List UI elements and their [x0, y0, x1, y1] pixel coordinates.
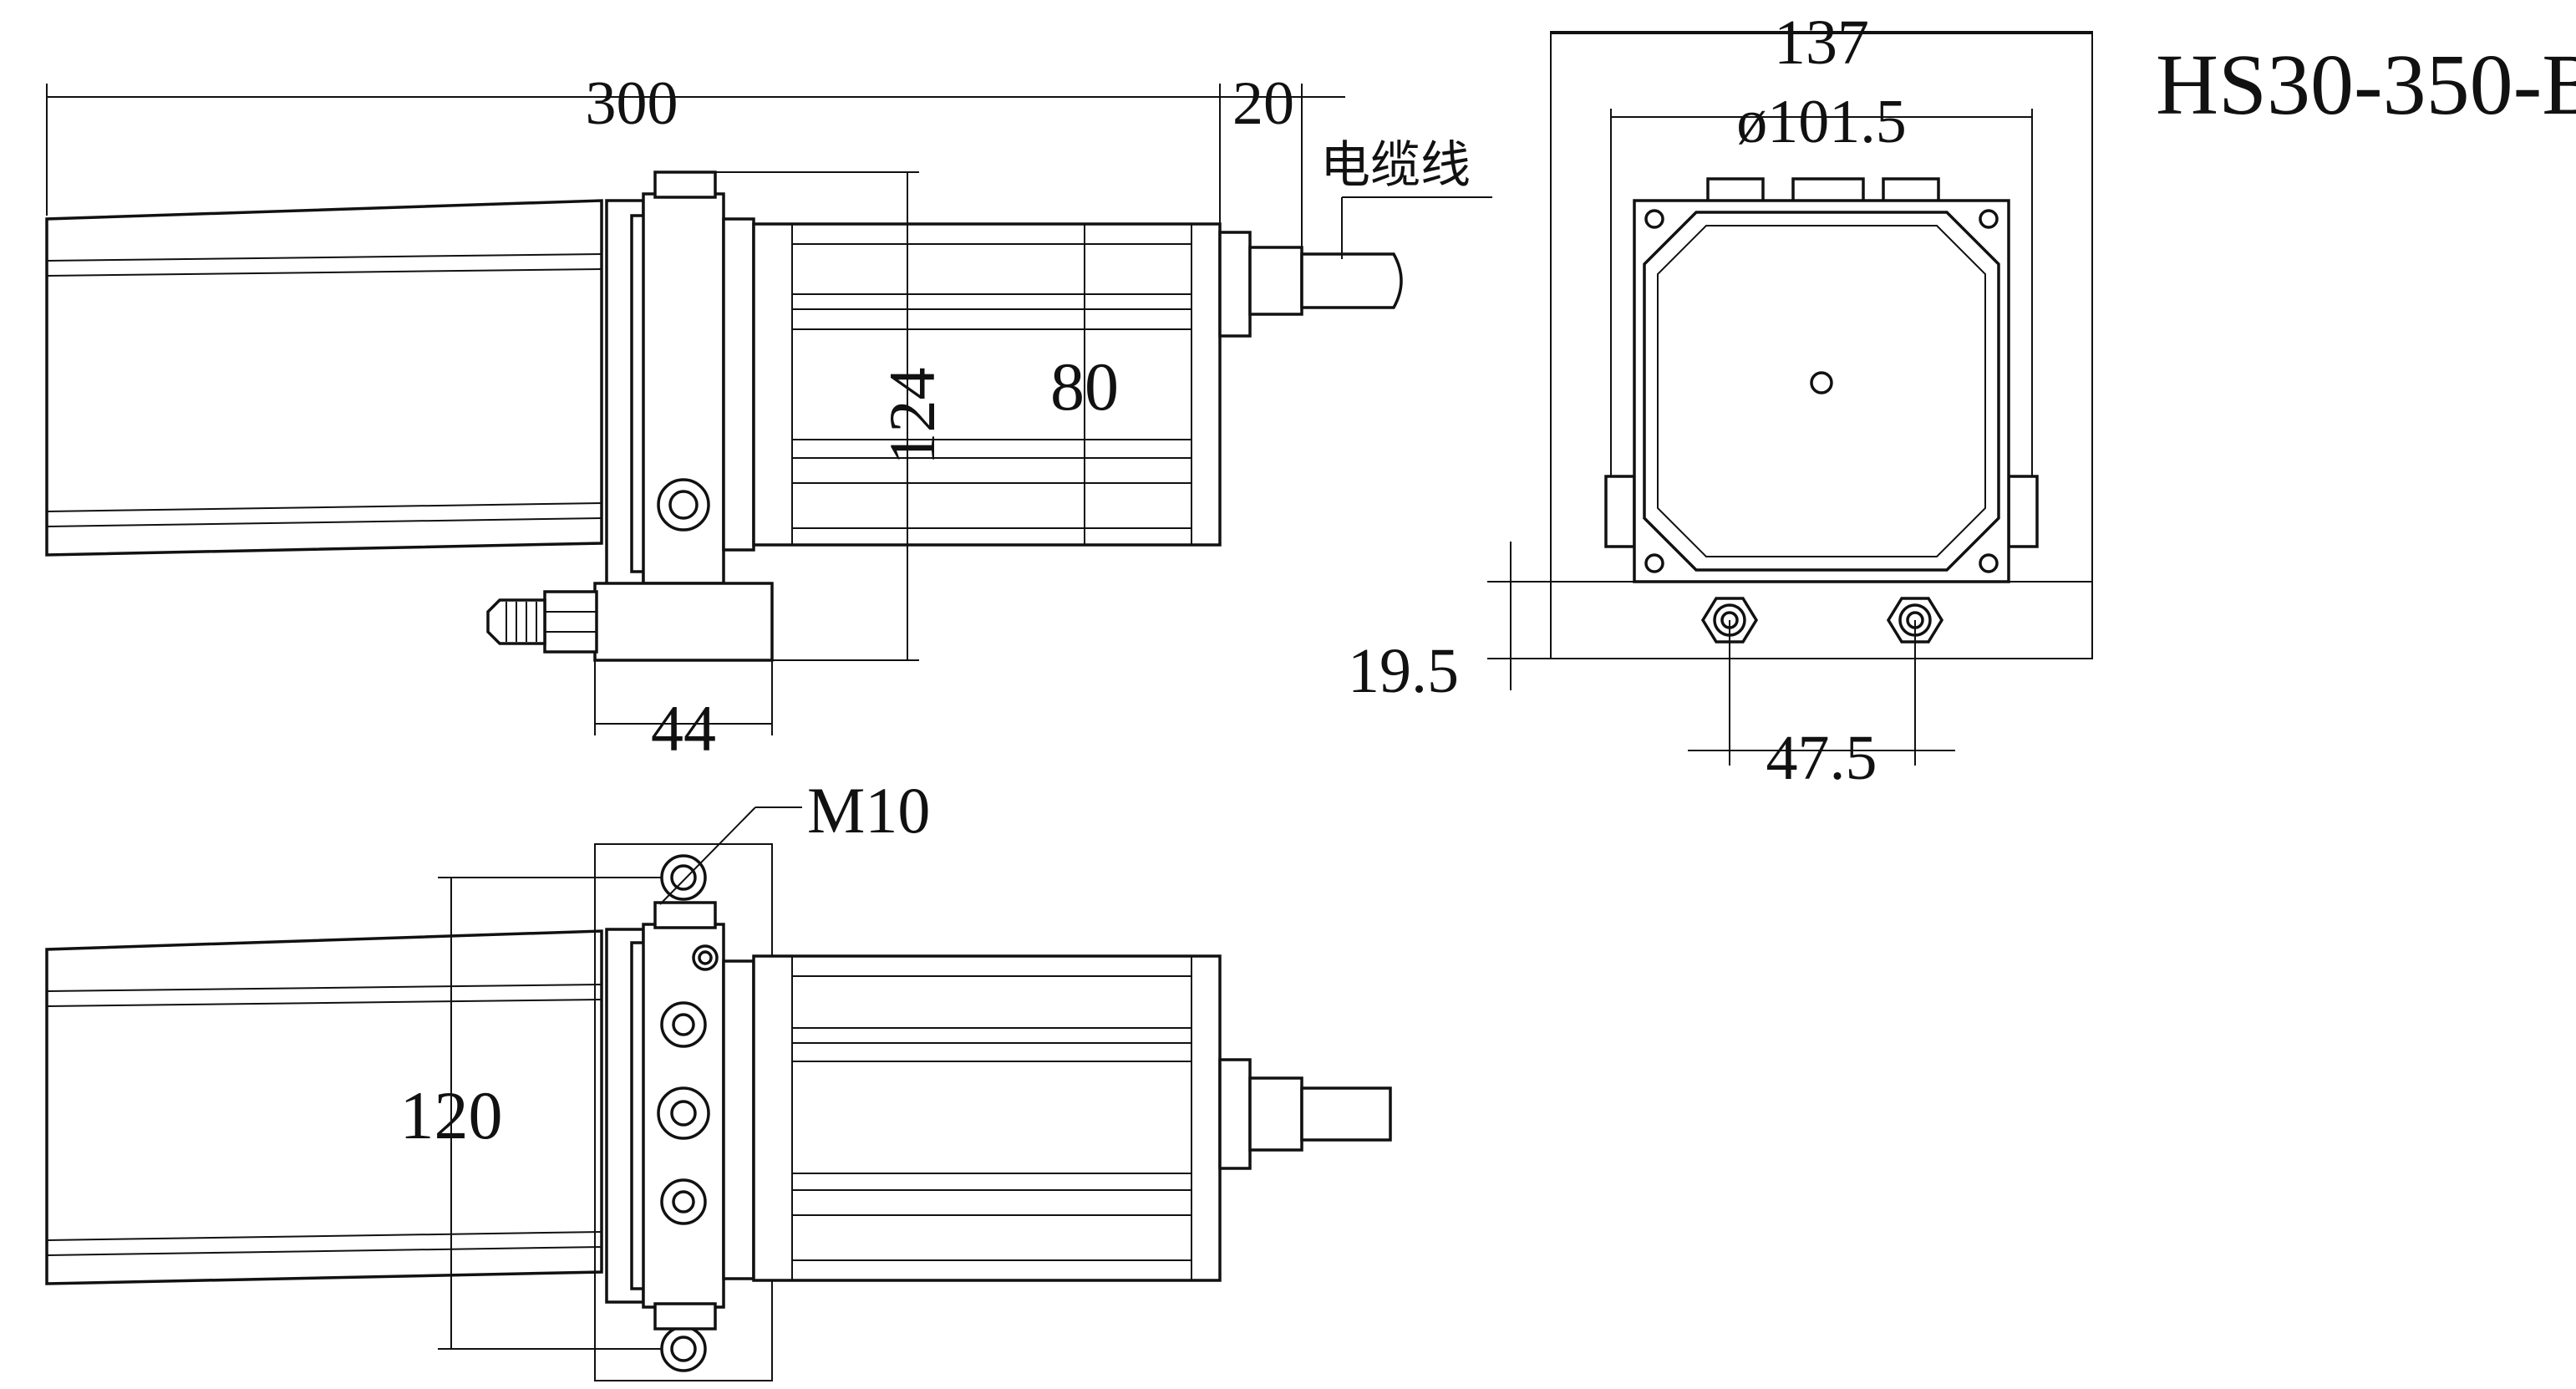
model-code: HS30-350-B — [2156, 37, 2576, 133]
dim-height-total: 124 — [876, 368, 948, 466]
motor-housing — [752, 222, 1222, 547]
valve-block-top — [642, 923, 725, 1309]
cable-top — [1300, 1086, 1392, 1142]
dim-mount-spacing: 120 — [400, 1077, 503, 1153]
dim-base-height: 19.5 — [1348, 636, 1459, 706]
cable — [1300, 252, 1403, 309]
dim-hole-spacing: 47.5 — [1766, 723, 1877, 793]
hex-nut — [543, 590, 598, 654]
cable-label: 电缆线 — [1320, 136, 1471, 195]
mount-hole-top — [660, 854, 707, 901]
cable-gland — [1218, 231, 1252, 338]
top-view: 120 M10 — [45, 774, 1392, 1381]
actuator-body — [45, 199, 603, 557]
dim-base-width: 44 — [651, 692, 716, 765]
base-block — [593, 582, 774, 662]
center-hole — [1810, 371, 1833, 394]
motor-face — [1633, 199, 2010, 583]
valve-port-1 — [660, 1001, 707, 1048]
motor-housing-top — [752, 954, 1222, 1282]
valve-port-2 — [657, 1086, 710, 1140]
port-hole — [657, 478, 710, 532]
mount-hole-bottom — [660, 1325, 707, 1372]
side-view: 300 20 电缆线 124 80 44 — [45, 69, 1492, 765]
actuator-body-top — [45, 929, 603, 1285]
dim-body-height: 80 — [1050, 349, 1119, 425]
dim-top-width: 137 — [1774, 8, 1869, 78]
dim-cable-length: 20 — [1232, 69, 1294, 138]
thread-label: M10 — [807, 774, 930, 847]
end-base — [1550, 581, 2093, 659]
dim-bolt-circle: ø101.5 — [1736, 88, 1907, 156]
valve-port-3 — [660, 1178, 707, 1225]
valve-block — [642, 192, 725, 585]
top-port — [653, 170, 717, 199]
end-view: 137 ø101.5 19.5 47.5 — [1348, 8, 2093, 793]
dim-overall-length: 300 — [586, 69, 678, 138]
